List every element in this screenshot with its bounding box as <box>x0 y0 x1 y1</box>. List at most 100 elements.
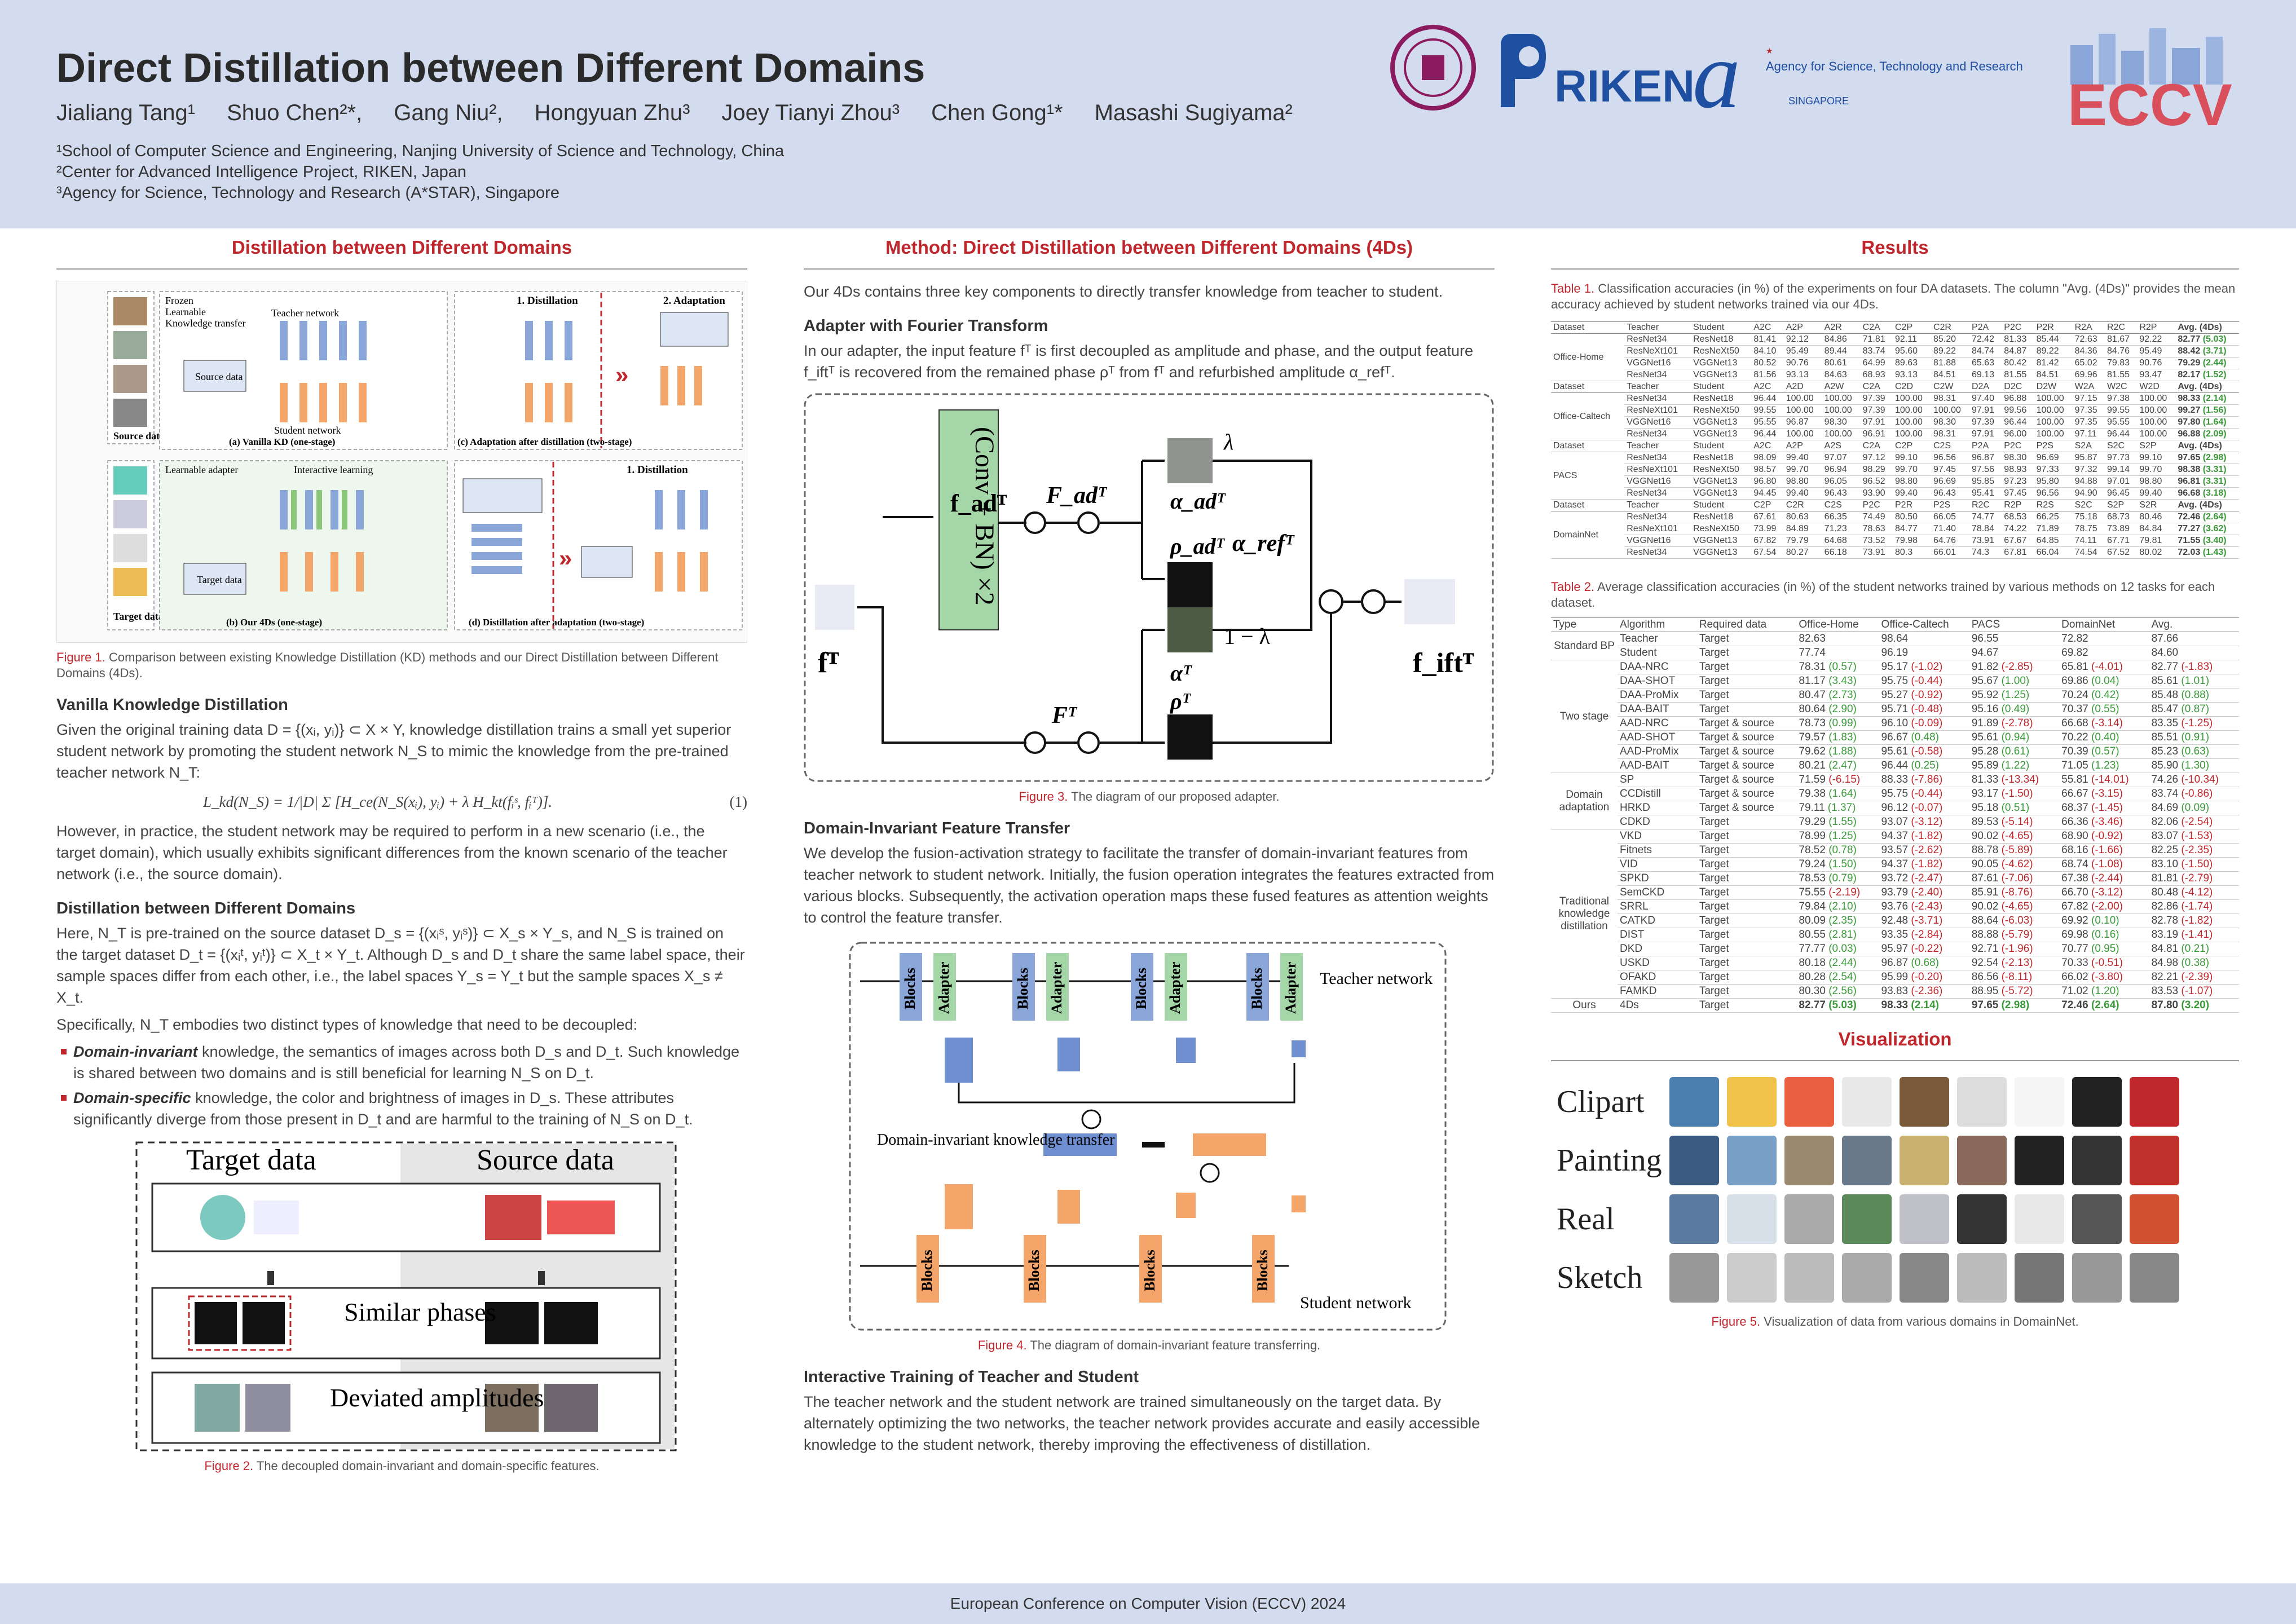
table1-header-cell: A2W <box>1822 381 1861 393</box>
table1-cell: 97.91 <box>1860 416 1893 429</box>
table2-cell: Target & source <box>1696 758 1797 773</box>
table2-cell: 82.25 (-2.35) <box>2149 843 2239 858</box>
fig1-d-arrow: » <box>559 545 572 571</box>
table2-cell: 66.36 (-3.46) <box>2059 815 2149 829</box>
right-section-title: Results <box>1551 237 2239 270</box>
affiliations: ¹School of Computer Science and Engineer… <box>56 141 784 204</box>
fig1-c-arrow: » <box>615 361 628 388</box>
bullet-1-head: Domain-invariant <box>73 1043 198 1060</box>
fig4-t-blocks-4: Blocks <box>1249 968 1265 1009</box>
table2-cell: Target <box>1696 928 1797 942</box>
table1-cell: 99.70 <box>2137 464 2176 476</box>
table1-cell: 98.31 <box>1931 428 1969 440</box>
table1-cell: 73.91 <box>1860 546 1893 559</box>
table1-cell: 72.03 (1.43) <box>2175 546 2239 559</box>
fig4-student-blocks: Blocks Blocks Blocks Blocks Student netw… <box>916 1235 1411 1312</box>
table1-cell: 78.84 <box>1969 523 2002 535</box>
viz-thumbnail <box>1957 1194 2007 1244</box>
table2-cell: 70.22 (0.40) <box>2059 730 2149 745</box>
table2-cell: 69.92 (0.10) <box>2059 914 2149 928</box>
table1-cell: 90.76 <box>2137 357 2176 369</box>
table1-cell: 64.68 <box>1822 535 1861 547</box>
viz-thumbnail <box>1784 1136 1834 1185</box>
table1-header-cell: S2A <box>2072 440 2105 452</box>
table2-cell: 85.61 (1.01) <box>2149 674 2239 689</box>
table2-cell: 83.74 (-0.86) <box>2149 787 2239 801</box>
table2-cell: 83.35 (-1.25) <box>2149 716 2239 731</box>
fig1-legend-transfer: Knowledge transfer <box>165 317 245 329</box>
table1-cell: 92.12 <box>1783 333 1822 346</box>
table2-cell: 74.26 (-10.34) <box>2149 773 2239 787</box>
table2-cell: 81.17 (3.43) <box>1796 674 1879 689</box>
table1-cell: 96.44 <box>1751 428 1784 440</box>
fig4-t-blocks-3: Blocks <box>1133 968 1149 1009</box>
table1-header-cell: D2A <box>1969 381 2002 393</box>
table1-cell: 100.00 <box>1783 392 1822 405</box>
table1-cell: 82.17 (1.52) <box>2175 369 2239 381</box>
adapter-text: In our adapter, the input feature fᵀ is … <box>804 342 1473 381</box>
table1-cell: 99.40 <box>1783 452 1822 464</box>
table1-cell: ResNet34 <box>1624 392 1691 405</box>
table2-type-cell: Ours <box>1551 998 1618 1013</box>
viz-thumbnail <box>1669 1194 1719 1244</box>
table1-cell: 67.54 <box>1751 546 1784 559</box>
viz-thumbnail <box>2130 1136 2179 1185</box>
fig1-d-distill: 1. Distillation <box>627 464 688 476</box>
fig1-a-student: Student network <box>274 425 341 436</box>
table1-cell: 84.76 <box>2104 345 2138 358</box>
table1-cell: 65.02 <box>2072 357 2105 369</box>
table2-cell: 83.10 (-1.50) <box>2149 857 2239 872</box>
table2-cell: 80.28 (2.54) <box>1796 970 1879 985</box>
table2-cell: 80.64 (2.90) <box>1796 702 1879 717</box>
table2-cell: 71.02 (1.20) <box>2059 984 2149 999</box>
fig4-s-blocks-3: Blocks <box>1142 1250 1158 1291</box>
table1-cell: 84.86 <box>1822 333 1861 346</box>
table2-cell: 79.11 (1.37) <box>1796 801 1879 815</box>
table2-cell: 68.74 (-1.08) <box>2059 857 2149 872</box>
table2-cell: 95.89 (1.22) <box>1969 758 2060 773</box>
fig3-caption-text: The diagram of our proposed adapter. <box>1071 789 1280 804</box>
table1-header-cell: R2S <box>2034 499 2073 511</box>
riken-text: RIKEN <box>1554 61 1695 111</box>
astar-logo: a ★ Agency for Science, Technology and R… <box>1693 22 2023 128</box>
table1-cell: 74.22 <box>2002 523 2034 535</box>
table2-cell: Target <box>1696 885 1797 900</box>
table1-cell: 96.05 <box>1822 475 1861 488</box>
equation-1: L_kd(N_S) = 1/|D| Σ [H_ce(N_S(xᵢ), yᵢ) +… <box>203 791 747 813</box>
table1-cell: 96.44 <box>1751 392 1784 405</box>
njust-logo <box>1390 25 1476 111</box>
fig4-caption-text: The diagram of domain-invariant feature … <box>1030 1338 1321 1352</box>
table1-header-cell: Avg. (4Ds) <box>2175 499 2239 511</box>
table2-cell: 85.23 (0.63) <box>2149 744 2239 759</box>
table1-header-cell: R2A <box>2072 321 2105 334</box>
table1-cell: 93.47 <box>2137 369 2176 381</box>
fig3-FT: Fᵀ <box>1051 703 1078 729</box>
viz-thumbnail <box>1784 1194 1834 1244</box>
table1-cell: 69.96 <box>2072 369 2105 381</box>
table1-cell: 72.46 (2.64) <box>2175 511 2239 523</box>
table1-cell: 97.32 <box>2072 464 2105 476</box>
table2-cell: 69.86 (0.04) <box>2059 674 2149 689</box>
table2-header-cell: Type <box>1551 617 1618 632</box>
viz-domain-label: Real <box>1557 1202 1615 1237</box>
table1-cell: 97.73 <box>2104 452 2138 464</box>
table2-cell: 87.61 (-7.06) <box>1969 871 2060 886</box>
table1-cell: 97.01 <box>2104 475 2138 488</box>
table1-cell: 73.52 <box>1860 535 1893 547</box>
table1-header-cell: Dataset <box>1551 321 1625 334</box>
viz-thumbnail <box>1842 1194 1892 1244</box>
table1-cell: 97.07 <box>1822 452 1861 464</box>
table2-cell: 78.73 (0.99) <box>1796 716 1879 731</box>
figure-1: Source data Target data Frozen Learnable… <box>56 281 747 643</box>
table1-cell: ResNet34 <box>1624 487 1691 500</box>
table1-cell: 98.30 <box>1931 416 1969 429</box>
table1-cell: 77.27 (3.62) <box>2175 523 2239 535</box>
